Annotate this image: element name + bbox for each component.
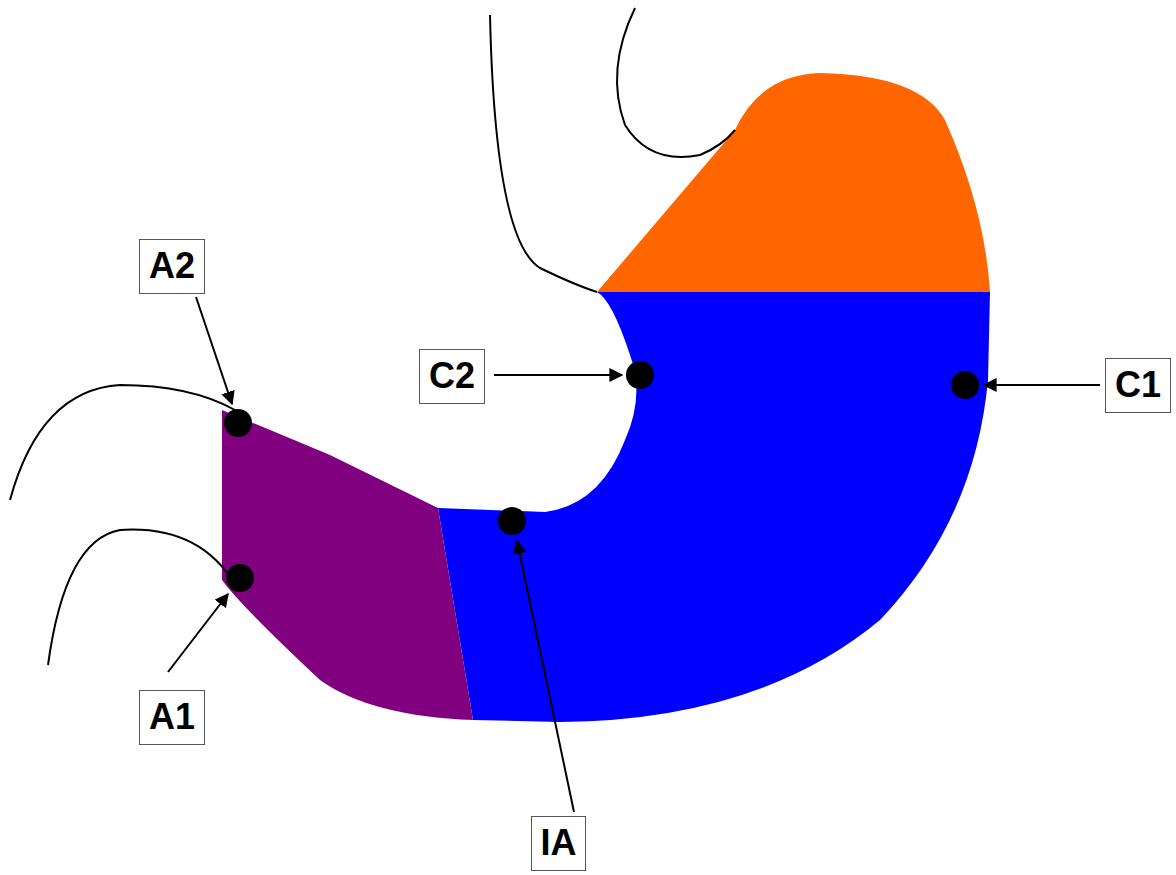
site-dot [498,507,526,535]
callout-box: C2 [419,349,485,404]
site-dot [626,361,654,389]
antrum-region [222,410,473,720]
callout-box: C1 [1105,358,1171,413]
leader-arrow [168,594,228,672]
site-dot [951,371,979,399]
esophagus-wall [617,8,735,157]
callout-box: A1 [139,690,205,745]
duodenum-wall [10,385,235,500]
callout-label: A1 [148,697,196,737]
callout-label: IA [540,823,577,863]
callout-box: A2 [139,239,205,294]
fundus-region [597,73,990,292]
callout-label: A2 [148,246,196,286]
callout-label: C1 [1114,365,1162,405]
leader-arrow [517,541,574,812]
body-region [438,292,990,722]
site-dot [226,564,254,592]
leader-arrow [196,297,232,404]
site-dot [224,409,252,437]
duodenum-wall [48,530,235,665]
callout-box: IA [531,816,586,871]
leader-arrow [494,374,622,376]
leader-arrow [984,384,1100,386]
esophagus-wall [490,15,597,292]
callout-label: C2 [428,356,476,396]
